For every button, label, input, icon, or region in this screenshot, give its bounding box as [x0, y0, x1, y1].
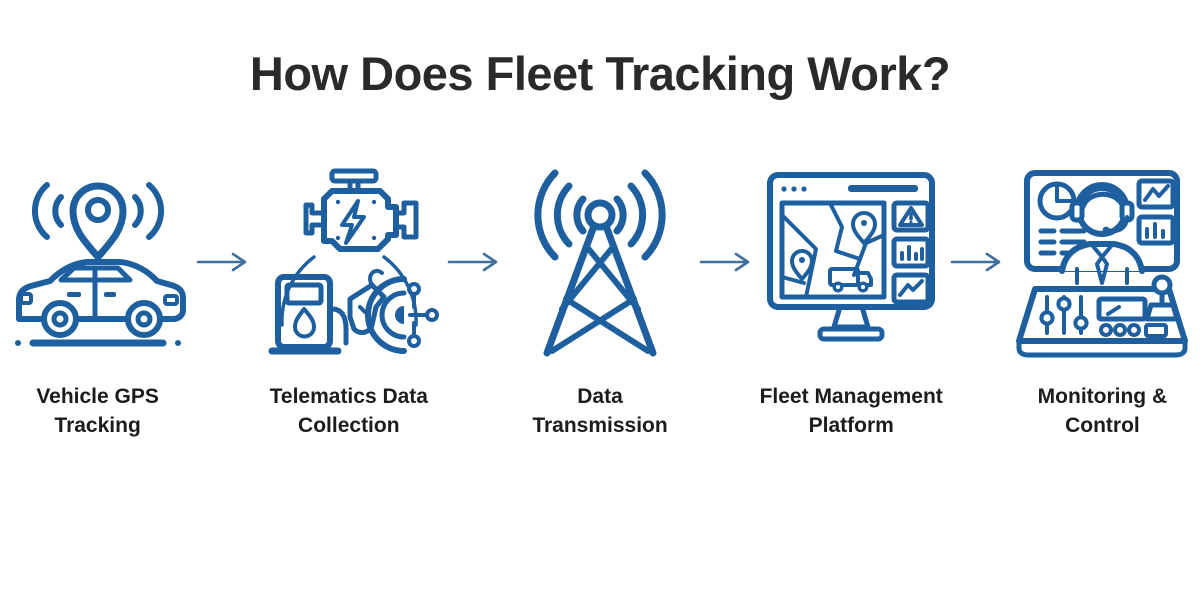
radio-tower-icon	[534, 169, 666, 357]
operator-control-panel-icon	[1016, 170, 1189, 358]
flow-arrow-icon	[195, 250, 251, 274]
step-monitoring-control: Monitoring & Control	[1005, 157, 1200, 441]
flow-arrow-icon	[446, 250, 502, 274]
flow-arrow-icon	[949, 250, 1005, 274]
step-label: Data Transmission	[532, 385, 668, 437]
infographic-page: How Does Fleet Tracking Work?	[0, 46, 1200, 600]
step-data-transmission: Data Transmission	[502, 157, 697, 441]
step-fleet-management-platform: Fleet Management Platform	[754, 157, 949, 441]
flow-arrow-icon	[698, 250, 754, 274]
step-label: Monitoring & Control	[1037, 385, 1168, 437]
process-flow: Vehicle GPS Tracking	[0, 157, 1200, 441]
engine-fuel-telematics-icon	[268, 168, 439, 355]
page-title: How Does Fleet Tracking Work?	[249, 47, 951, 100]
step-label: Fleet Management Platform	[759, 385, 943, 437]
step-telematics-data-collection: Telematics Data Collection	[251, 157, 446, 441]
step-vehicle-gps-tracking: Vehicle GPS Tracking	[0, 157, 195, 441]
step-label: Vehicle GPS Tracking	[36, 385, 159, 437]
car-gps-pin-icon	[14, 182, 186, 347]
monitor-map-dashboard-icon	[767, 172, 936, 342]
step-label: Telematics Data Collection	[269, 385, 428, 437]
